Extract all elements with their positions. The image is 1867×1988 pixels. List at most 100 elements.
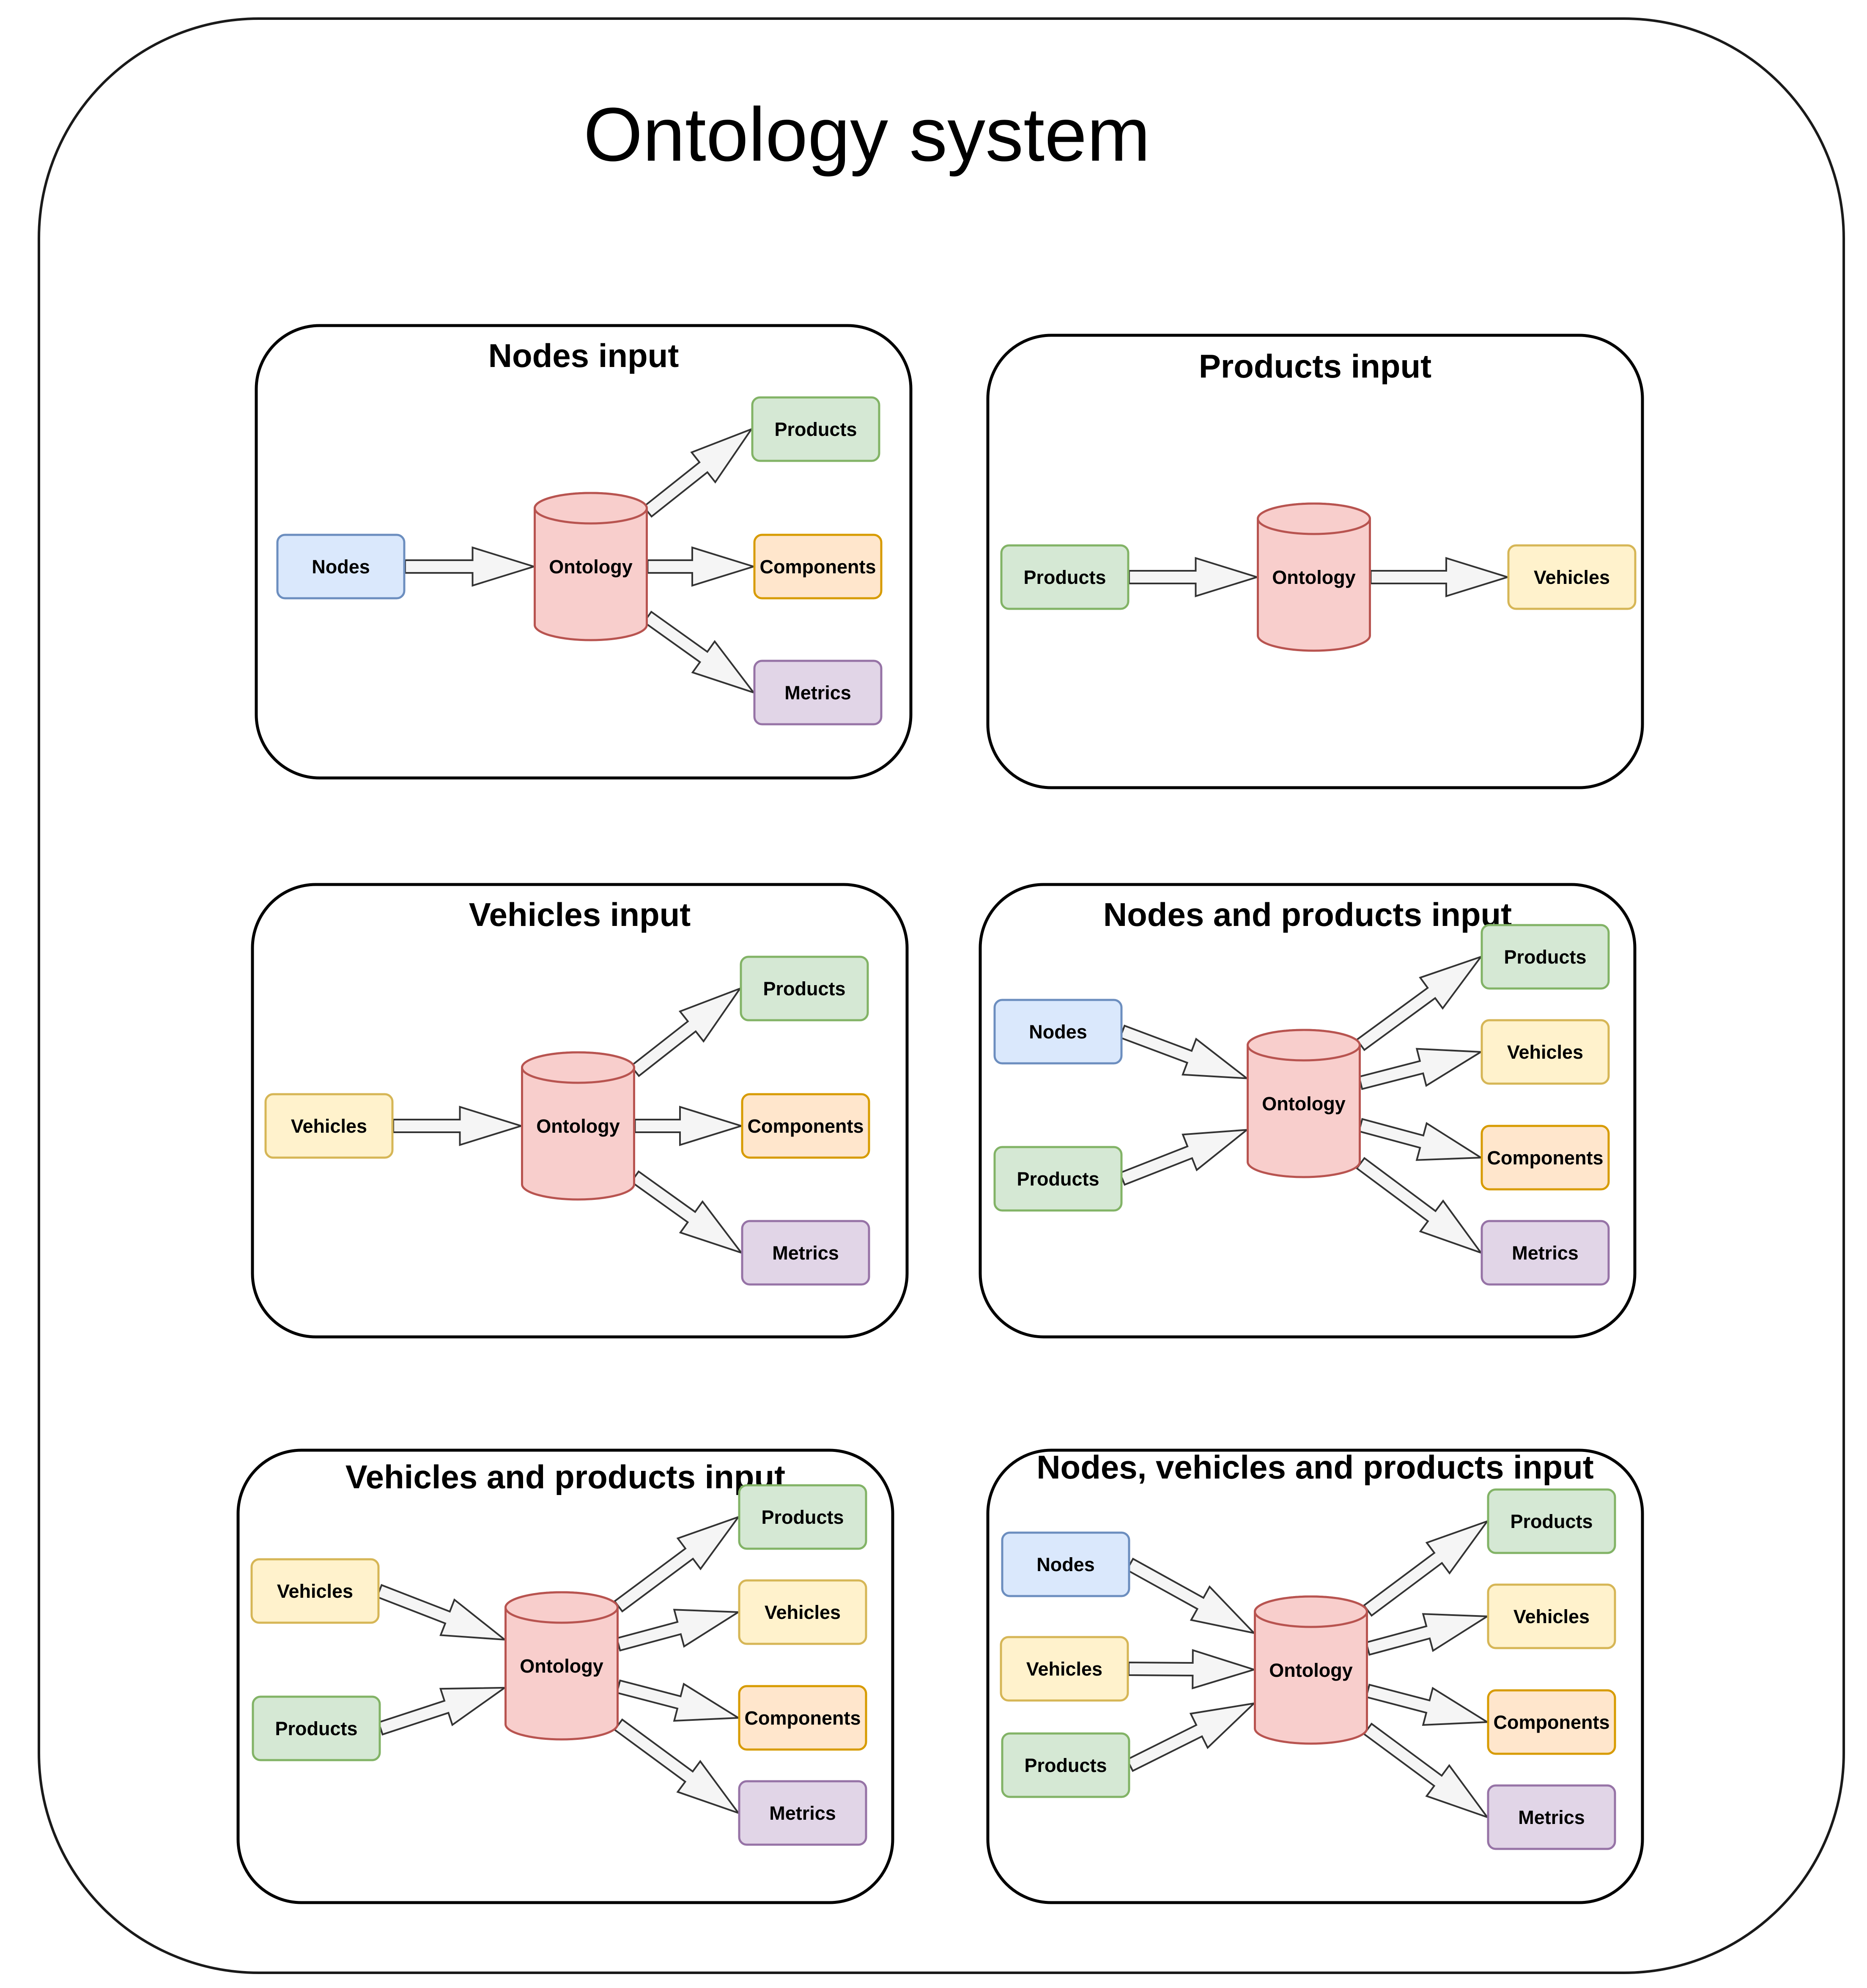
panel-vehicles-input-output-components-shape [741,1093,870,1159]
panel-nodes-input-arrow-out-products [642,427,754,518]
panel-vehicles-and-products-input-input-products-label: Products [275,1718,357,1739]
panel-vehicles-and-products-input-input-vehicles-shape [250,1558,380,1624]
panel-nodes-vehicles-and-products-input-ontology-cylinder-label: Ontology [1269,1659,1352,1681]
panel-products-input-arrow-in-products [1128,557,1260,597]
panel-vehicles-and-products-input-output-components-shape [738,1685,867,1751]
panel-vehicles-and-products-input-input-products: Products [252,1695,381,1761]
panel-products-input-arrow-out-vehicles [1370,557,1511,597]
panel-nodes-vehicles-and-products-input-input-vehicles-shape [1000,1636,1129,1702]
panel-nodes-vehicles-and-products-input-output-metrics: Metrics [1487,1784,1616,1850]
panel-products-input-ontology-cylinder-label: Ontology [1272,567,1355,588]
panel-nodes-vehicles-and-products-input-output-products-shape [1487,1488,1616,1554]
panel-nodes-and-products-input-output-metrics-shape [1480,1220,1610,1286]
panel-vehicles-input-output-metrics-shape [741,1220,870,1286]
panel-nodes-and-products-input-ontology-cylinder-top [1247,1029,1361,1062]
panel-nodes-and-products-input-title: Nodes and products input [1103,896,1512,933]
panel-vehicles-and-products-input-ontology-cylinder: Ontology [504,1591,619,1741]
panel-nodes-and-products-input-ontology-cylinder: Ontology [1247,1029,1361,1178]
panel-nodes-and-products-input-output-vehicles-label: Vehicles [1507,1041,1583,1063]
panel-products-input-output-vehicles: Vehicles [1507,544,1637,610]
panel-vehicles-and-products-input-input-vehicles: Vehicles [250,1558,380,1624]
panel-products-input-ontology-cylinder: Ontology [1257,502,1371,652]
panel-nodes-input-output-metrics-shape [753,660,883,726]
panel-vehicles-and-products-input-arrow-in-products [377,1687,507,1736]
panel-vehicles-and-products-input-output-components-label: Components [745,1707,861,1729]
panel-nodes-vehicles-and-products-input-input-products-shape [1001,1732,1130,1798]
panel-nodes-vehicles-and-products-input-input-products: Products [1001,1732,1130,1798]
panel-nodes-vehicles-and-products-input-output-components-label: Components [1494,1711,1610,1733]
panel-vehicles-input-output-products: Products [740,956,869,1021]
panel-nodes-and-products-input-output-components: Components [1480,1125,1610,1191]
panel-vehicles-input-arrow-out-products [630,986,743,1077]
panel-products-input-input-products-label: Products [1023,567,1106,588]
panel-vehicles-and-products-input-output-products: Products [738,1484,867,1550]
panel-vehicles-and-products-input-arrow-out-metrics [613,1718,741,1815]
panel-nodes-vehicles-and-products-input-arrow-out-products [1363,1519,1490,1617]
panel-nodes-and-products-input-input-products-shape [993,1146,1123,1212]
panel-nodes-vehicles-and-products-input-title: Nodes, vehicles and products input [1036,1449,1594,1486]
panel-nodes-and-products-input-arrow-in-products [1119,1128,1250,1186]
panel-vehicles-and-products-input: Vehicles and products inputOntologyVehic… [236,1449,894,1904]
panel-nodes-vehicles-and-products-input-output-vehicles: Vehicles [1487,1583,1616,1649]
panel-nodes-and-products-input-input-products: Products [993,1146,1123,1212]
panel-vehicles-and-products-input-output-vehicles-shape [738,1579,867,1645]
panel-products-input-title: Products input [1199,348,1431,385]
panel-nodes-input-title: Nodes input [488,337,679,374]
panel-nodes-vehicles-and-products-input-arrow-out-vehicles [1365,1613,1490,1656]
panel-nodes-and-products-input-ontology-cylinder-label: Ontology [1262,1093,1345,1114]
panel-nodes-input-output-components-shape [753,534,883,600]
panel-nodes-and-products-input-input-nodes-shape [993,999,1123,1065]
panel-nodes-and-products-input-output-components-shape [1480,1125,1610,1191]
panel-nodes-and-products-input-input-nodes-label: Nodes [1029,1021,1087,1043]
panel-nodes-vehicles-and-products-input-input-nodes-shape [1001,1531,1130,1597]
panel-vehicles-and-products-input-output-components: Components [738,1685,867,1751]
panel-nodes-and-products-input-output-products-shape [1480,924,1610,990]
panel-nodes-and-products-input-arrow-out-vehicles [1358,1048,1484,1090]
panel-vehicles-input-output-metrics: Metrics [741,1220,870,1286]
panel-vehicles-and-products-input-output-products-shape [738,1484,867,1550]
panel-nodes-vehicles-and-products-input-output-metrics-shape [1487,1784,1616,1850]
diagram-title: Ontology system [584,92,1151,177]
panel-vehicles-and-products-input-arrow-in-vehicles [376,1584,507,1641]
panel-nodes-vehicles-and-products-input-ontology-cylinder-top [1254,1595,1368,1628]
panel-nodes-and-products-input-arrow-out-components [1358,1118,1484,1161]
panel-products-input-output-vehicles-label: Vehicles [1534,567,1610,588]
panel-vehicles-input-input-vehicles-shape [264,1093,394,1159]
panel-vehicles-and-products-input-input-products-shape [252,1695,381,1761]
panel-vehicles-input-output-components: Components [741,1093,870,1159]
panel-nodes-input-input-nodes: Nodes [276,534,406,600]
panel-vehicles-input-arrow-in-vehicles [392,1106,524,1146]
panel-nodes-vehicles-and-products-input-input-nodes: Nodes [1001,1531,1130,1597]
panel-nodes-vehicles-and-products-input-input-vehicles-label: Vehicles [1026,1658,1102,1680]
panel-nodes-and-products-input-output-vehicles-shape [1480,1019,1610,1085]
panel-nodes-vehicles-and-products-input-input-products-label: Products [1024,1755,1107,1776]
panel-nodes-vehicles-and-products-input-output-components-shape [1487,1689,1616,1755]
panel-nodes-vehicles-and-products-input-output-vehicles-label: Vehicles [1513,1606,1590,1627]
panel-nodes-vehicles-and-products-input-arrow-in-nodes [1125,1558,1257,1635]
panel-vehicles-input-output-metrics-label: Metrics [772,1242,839,1264]
panel-nodes-input-ontology-cylinder-top [534,492,648,525]
panel-vehicles-and-products-input-output-vehicles-label: Vehicles [765,1602,841,1623]
panel-nodes-vehicles-and-products-input-output-vehicles-shape [1487,1583,1616,1649]
panel-vehicles-input-arrow-out-components [634,1106,744,1146]
panel-vehicles-and-products-input-arrow-out-vehicles [616,1609,741,1652]
panel-vehicles-and-products-input-output-metrics-label: Metrics [769,1802,836,1824]
panel-nodes-input-arrow-in-nodes [404,546,537,587]
panel-nodes-and-products-input-input-products-label: Products [1017,1168,1099,1190]
panel-nodes-and-products-input-output-products-label: Products [1504,946,1586,968]
panel-vehicles-input-ontology-cylinder-label: Ontology [536,1115,620,1137]
panel-vehicles-and-products-input-ontology-cylinder-top [504,1591,619,1624]
panel-nodes-vehicles-and-products-input-output-products: Products [1487,1488,1616,1554]
panel-nodes-vehicles-and-products-input-input-nodes-label: Nodes [1036,1554,1095,1575]
panels-layer: Nodes inputOntologyNodesProductsComponen… [236,324,1644,1904]
panel-nodes-vehicles-and-products-input-arrow-out-metrics [1363,1722,1490,1819]
panel-vehicles-input-output-components-label: Components [748,1115,864,1137]
panel-nodes-and-products-input-arrow-out-metrics [1355,1157,1483,1255]
panel-nodes-and-products-input-output-metrics: Metrics [1480,1220,1610,1286]
panel-nodes-input-output-metrics-label: Metrics [784,682,851,704]
panel-vehicles-and-products-input-output-metrics: Metrics [738,1780,867,1846]
panel-vehicles-and-products-input-output-metrics-shape [738,1780,867,1846]
panel-nodes-and-products-input-arrow-in-nodes [1119,1024,1250,1079]
panel-vehicles-and-products-input-ontology-cylinder-label: Ontology [520,1655,603,1677]
